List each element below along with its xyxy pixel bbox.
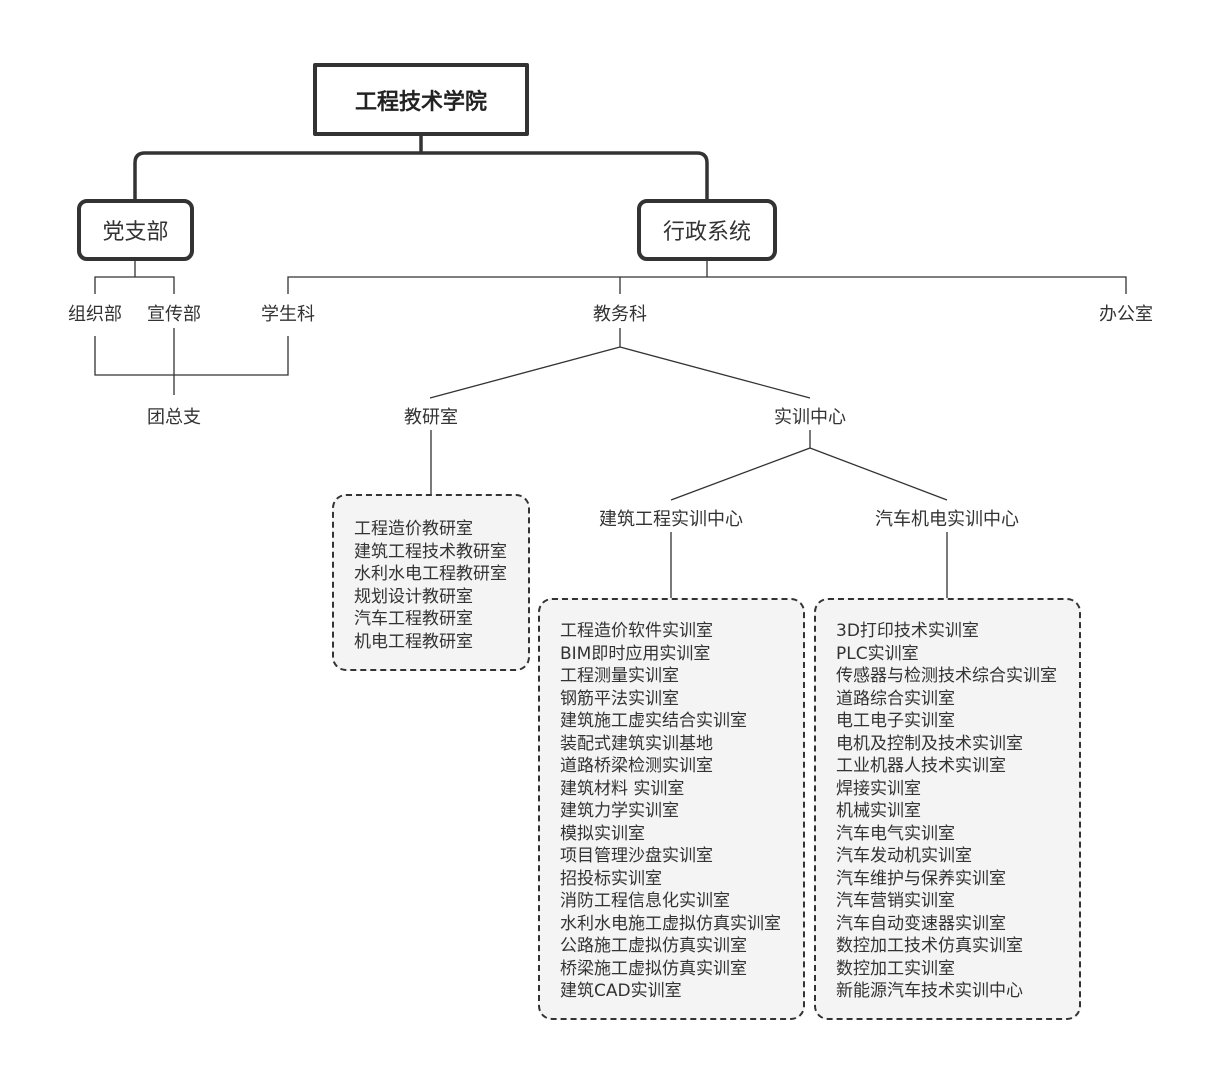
room-item: 汽车工程教研室 bbox=[354, 609, 473, 629]
root-connector bbox=[133, 136, 709, 202]
room-item: 消防工程信息化实训室 bbox=[560, 891, 730, 911]
room-item: 工程造价教研室 bbox=[354, 519, 473, 539]
research-rooms-group: 工程造价教研室建筑工程技术教研室水利水电工程教研室规划设计教研室汽车工程教研室机… bbox=[332, 494, 530, 671]
room-item: 数控加工技术仿真实训室 bbox=[836, 936, 1023, 956]
construction-training-label: 建筑工程实训中心 bbox=[599, 509, 743, 530]
youth-league-connector bbox=[94, 328, 289, 395]
room-item: 汽车电气实训室 bbox=[836, 823, 955, 844]
training-connector bbox=[670, 430, 948, 501]
room-item: 机电工程教研室 bbox=[354, 631, 473, 652]
room-item: 焊接实训室 bbox=[836, 778, 921, 799]
room-item: BIM即时应用实训室 bbox=[560, 643, 711, 664]
room-item: 传感器与检测技术综合实训室 bbox=[836, 666, 1057, 686]
room-item: 机械实训室 bbox=[836, 801, 921, 821]
room-item: 汽车营销实训室 bbox=[836, 891, 955, 911]
root-node: 工程技术学院 bbox=[313, 63, 529, 136]
office-label: 办公室 bbox=[1099, 304, 1153, 325]
room-item: 汽车维护与保养实训室 bbox=[836, 868, 1006, 889]
admin-system-node: 行政系统 bbox=[637, 199, 777, 261]
room-item: 模拟实训室 bbox=[560, 823, 645, 844]
room-item: 道路综合实训室 bbox=[836, 688, 955, 709]
room-item: 工业机器人技术实训室 bbox=[836, 756, 1006, 776]
room-item: 项目管理沙盘实训室 bbox=[560, 846, 713, 866]
org-dept-label: 组织部 bbox=[68, 304, 122, 325]
room-item: 工程测量实训室 bbox=[560, 666, 679, 686]
room-item: 数控加工实训室 bbox=[836, 958, 955, 979]
admin-system-label: 行政系统 bbox=[662, 220, 751, 245]
room-item: 建筑工程技术教研室 bbox=[354, 541, 507, 562]
youth-league-label: 团总支 bbox=[147, 407, 201, 428]
student-affairs-label: 学生科 bbox=[261, 304, 315, 325]
room-item: 建筑材料 实训室 bbox=[560, 778, 685, 799]
party-branch-node: 党支部 bbox=[77, 199, 194, 261]
party-connector bbox=[94, 261, 175, 294]
room-item: 桥梁施工虚拟仿真实训室 bbox=[560, 958, 747, 979]
room-item: 电工电子实训室 bbox=[836, 711, 955, 731]
room-item: 建筑施工虚实结合实训室 bbox=[560, 711, 747, 731]
room-item: PLC实训室 bbox=[836, 643, 919, 664]
admin-connector bbox=[287, 261, 1127, 294]
room-item: 装配式建筑实训基地 bbox=[560, 733, 713, 754]
room-item: 电机及控制及技术实训室 bbox=[836, 733, 1023, 754]
room-item: 3D打印技术实训室 bbox=[836, 621, 979, 641]
room-item: 新能源汽车技术实训中心 bbox=[836, 981, 1023, 1001]
training-center-label: 实训中心 bbox=[774, 407, 846, 428]
room-item: 汽车发动机实训室 bbox=[836, 846, 972, 866]
room-item: 水利水电工程教研室 bbox=[354, 564, 507, 584]
room-item: 道路桥梁检测实训室 bbox=[560, 756, 713, 776]
room-item: 公路施工虚拟仿真实训室 bbox=[560, 936, 747, 956]
room-item: 工程造价软件实训室 bbox=[560, 621, 713, 641]
academic-connector bbox=[429, 328, 811, 399]
publicity-dept-label: 宣传部 bbox=[147, 304, 201, 325]
academic-affairs-label: 教务科 bbox=[593, 304, 647, 325]
root-title: 工程技术学院 bbox=[354, 89, 487, 115]
room-item: 钢筋平法实训室 bbox=[560, 688, 679, 709]
auto-training-label: 汽车机电实训中心 bbox=[875, 509, 1019, 530]
room-item: 汽车自动变速器实训室 bbox=[836, 913, 1006, 934]
room-item: 规划设计教研室 bbox=[354, 586, 473, 607]
research-office-label: 教研室 bbox=[404, 407, 458, 428]
room-item: 建筑CAD实训室 bbox=[560, 981, 682, 1001]
room-item: 招投标实训室 bbox=[560, 868, 662, 889]
research-rooms-list: 工程造价教研室建筑工程技术教研室水利水电工程教研室规划设计教研室汽车工程教研室机… bbox=[354, 518, 528, 653]
party-branch-label: 党支部 bbox=[102, 220, 169, 245]
room-item: 水利水电施工虚拟仿真实训室 bbox=[560, 913, 781, 934]
room-item: 建筑力学实训室 bbox=[560, 801, 679, 821]
